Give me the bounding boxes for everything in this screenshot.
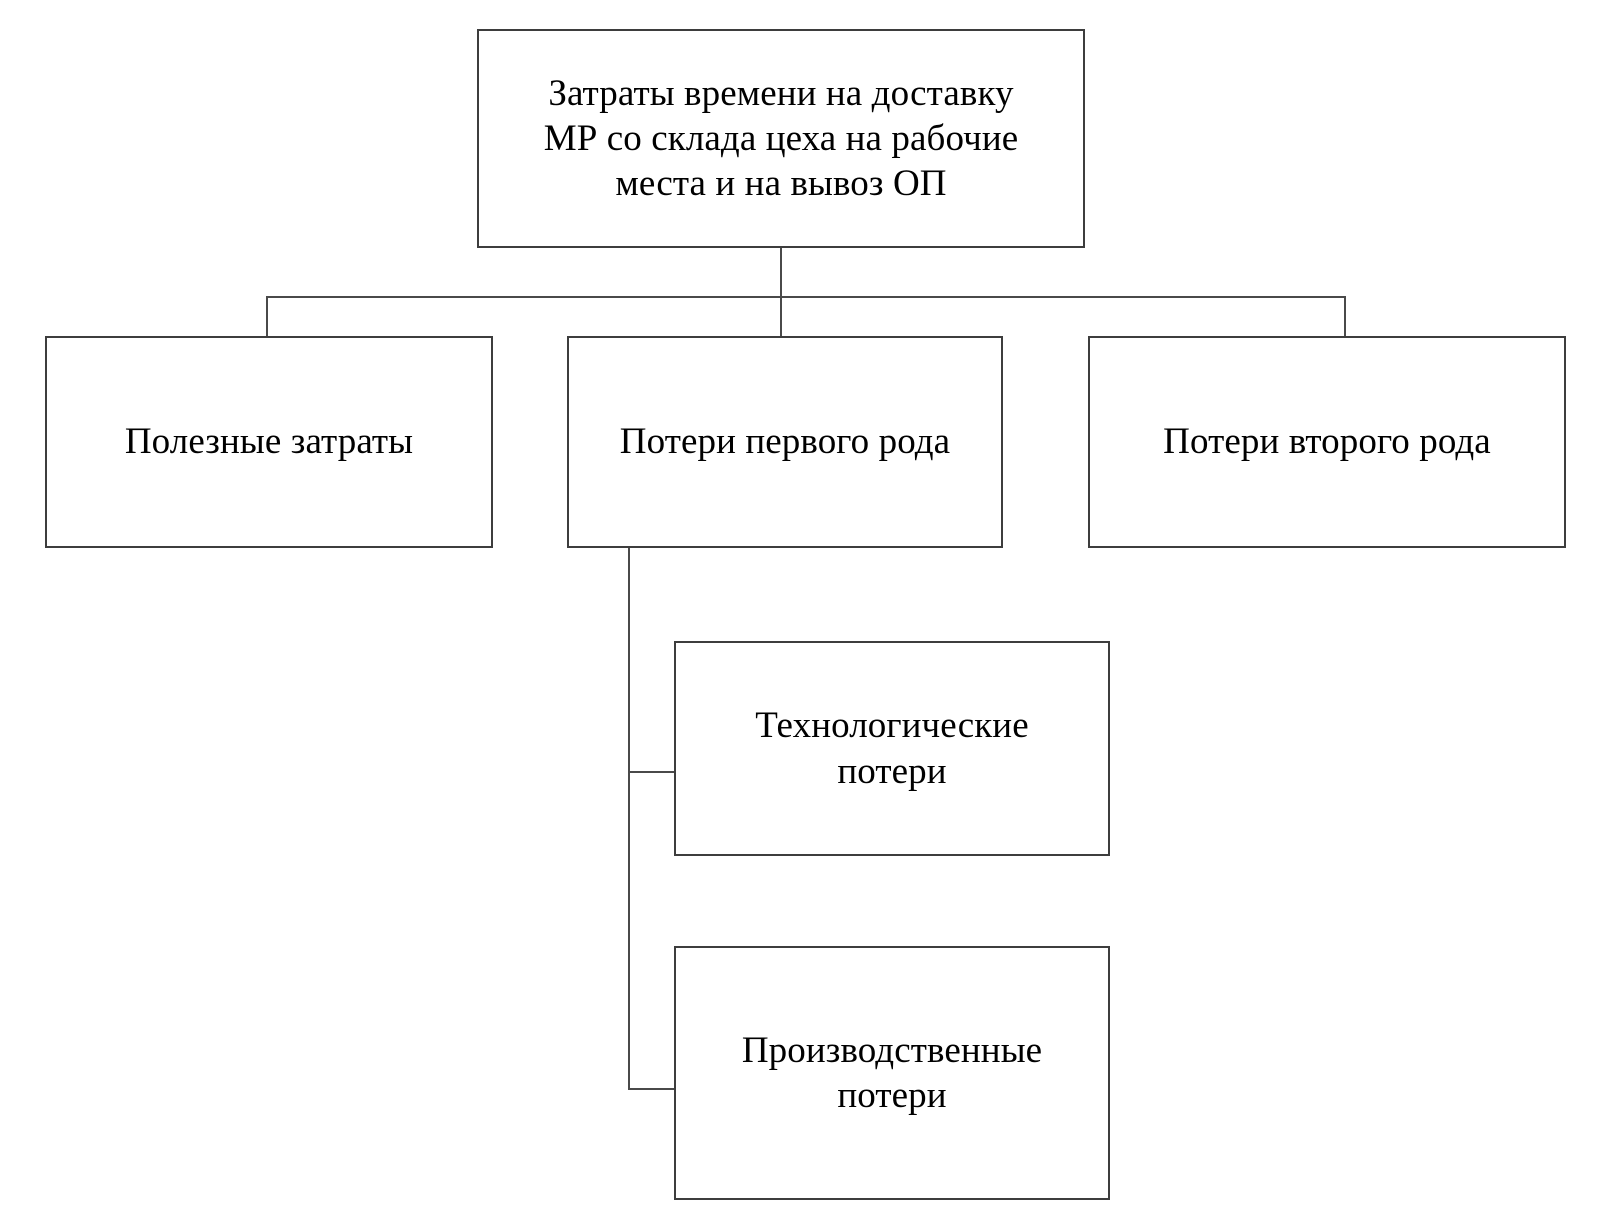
connector-root-horizontal-bus [266, 296, 1346, 298]
node-losses-first-kind-label: Потери первого рода [619, 421, 951, 463]
node-technological-losses[interactable]: Технологические потери [674, 641, 1110, 856]
connector-stub-to-production-losses [628, 1088, 676, 1090]
connector-losses-first-kind-trunk [628, 547, 630, 1090]
node-losses-first-kind[interactable]: Потери первого рода [567, 336, 1003, 548]
node-losses-second-kind[interactable]: Потери второго рода [1088, 336, 1566, 548]
connector-drop-to-useful-costs [266, 296, 268, 338]
node-technological-losses-label: Технологические потери [755, 705, 1029, 792]
node-useful-costs-label: Полезные затраты [124, 421, 414, 463]
node-root-total-time-costs[interactable]: Затраты времени на доставку МР со склада… [477, 29, 1085, 248]
connector-drop-to-losses-first-kind [780, 296, 782, 338]
node-root-label: Затраты времени на доставку МР со склада… [543, 72, 1019, 205]
node-production-losses-label: Производственные потери [741, 1029, 1043, 1116]
node-production-losses[interactable]: Производственные потери [674, 946, 1110, 1200]
connector-root-stem [780, 247, 782, 298]
node-useful-costs[interactable]: Полезные затраты [45, 336, 493, 548]
connector-stub-to-technological-losses [628, 771, 676, 773]
connector-drop-to-losses-second-kind [1344, 296, 1346, 338]
node-losses-second-kind-label: Потери второго рода [1163, 421, 1491, 463]
